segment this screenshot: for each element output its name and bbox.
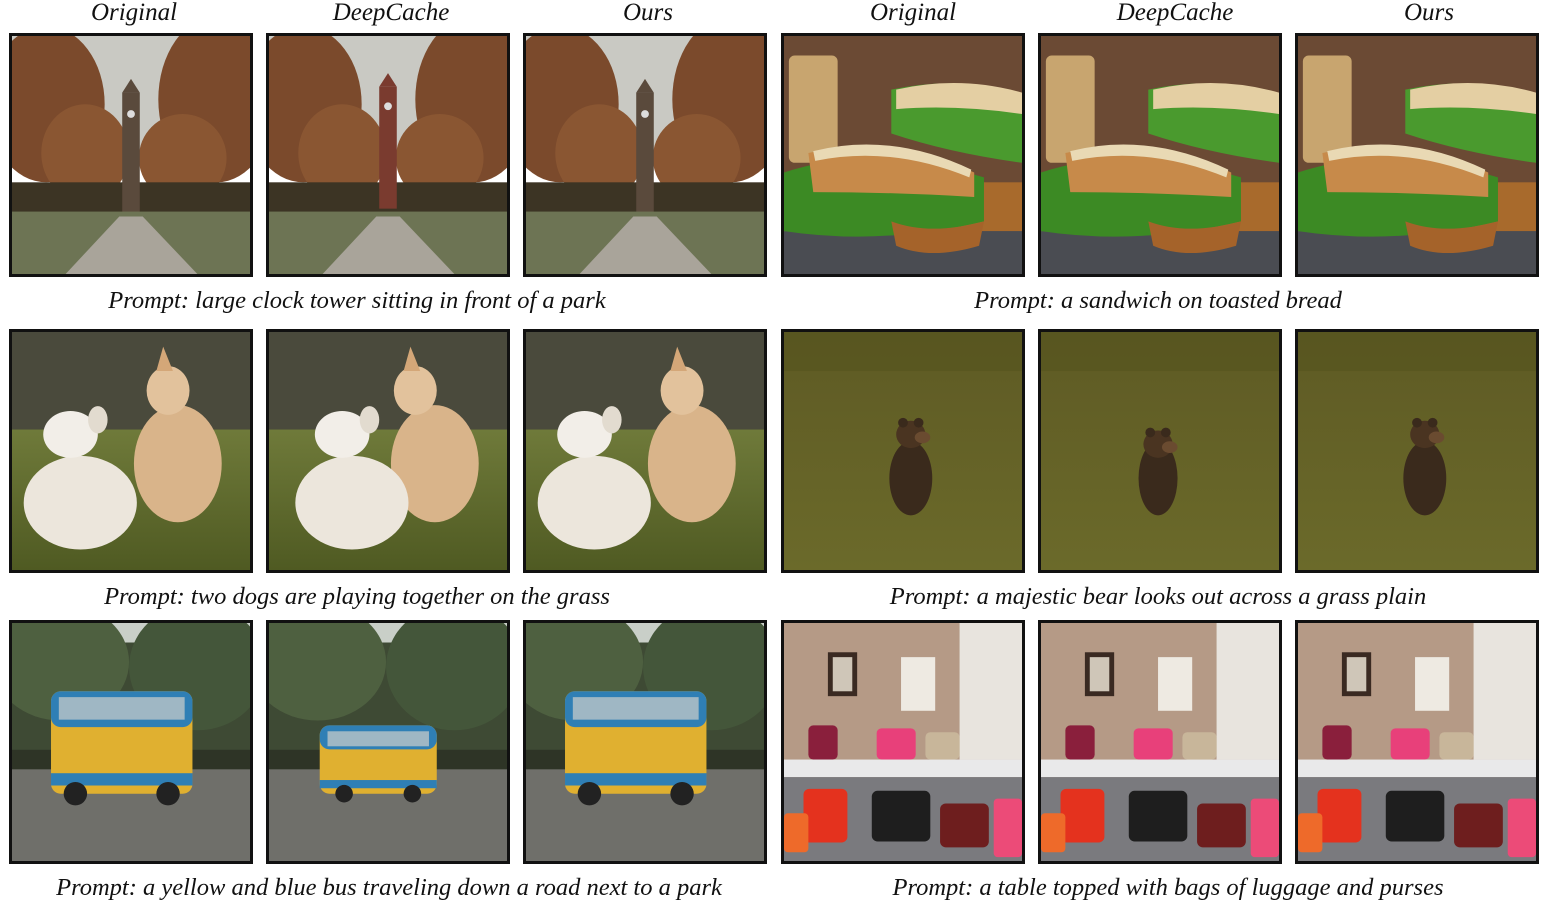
- bear-image-ours: [1295, 329, 1539, 573]
- bags-image-deepcache: [1038, 620, 1282, 864]
- sandwich-image-deepcache: [1038, 33, 1282, 277]
- prompt-bus: Prompt: a yellow and blue bus traveling …: [56, 874, 722, 901]
- prompt-bear: Prompt: a majestic bear looks out across…: [889, 583, 1427, 610]
- header-deepcache-right: DeepCache: [1116, 0, 1234, 26]
- clock-tower-image-ours: [523, 33, 767, 277]
- prompt-dogs: Prompt: two dogs are playing together on…: [104, 583, 610, 610]
- bus-image-deepcache: [266, 620, 510, 864]
- bear-image-deepcache: [1038, 329, 1282, 573]
- prompt-sandwich: Prompt: a sandwich on toasted bread: [974, 287, 1342, 314]
- bags-image-original: [781, 620, 1025, 864]
- bus-image-original: [9, 620, 253, 864]
- header-ours-right: Ours: [1403, 0, 1454, 26]
- header-deepcache-left: DeepCache: [332, 0, 450, 26]
- bear-image-original: [781, 329, 1025, 573]
- dogs-image-original: [9, 329, 253, 573]
- prompt-clock-tower: Prompt: large clock tower sitting in fro…: [108, 287, 606, 314]
- dogs-image-deepcache: [266, 329, 510, 573]
- header-ours-left: Ours: [622, 0, 673, 26]
- bags-image-ours: [1295, 620, 1539, 864]
- bus-image-ours: [523, 620, 767, 864]
- header-original-right: Original: [869, 0, 957, 26]
- header-original-left: Original: [90, 0, 178, 26]
- clock-tower-image-deepcache: [266, 33, 510, 277]
- sandwich-image-original: [781, 33, 1025, 277]
- sandwich-image-ours: [1295, 33, 1539, 277]
- clock-tower-image-original: [9, 33, 253, 277]
- prompt-bags: Prompt: a table topped with bags of lugg…: [892, 874, 1444, 901]
- dogs-image-ours: [523, 329, 767, 573]
